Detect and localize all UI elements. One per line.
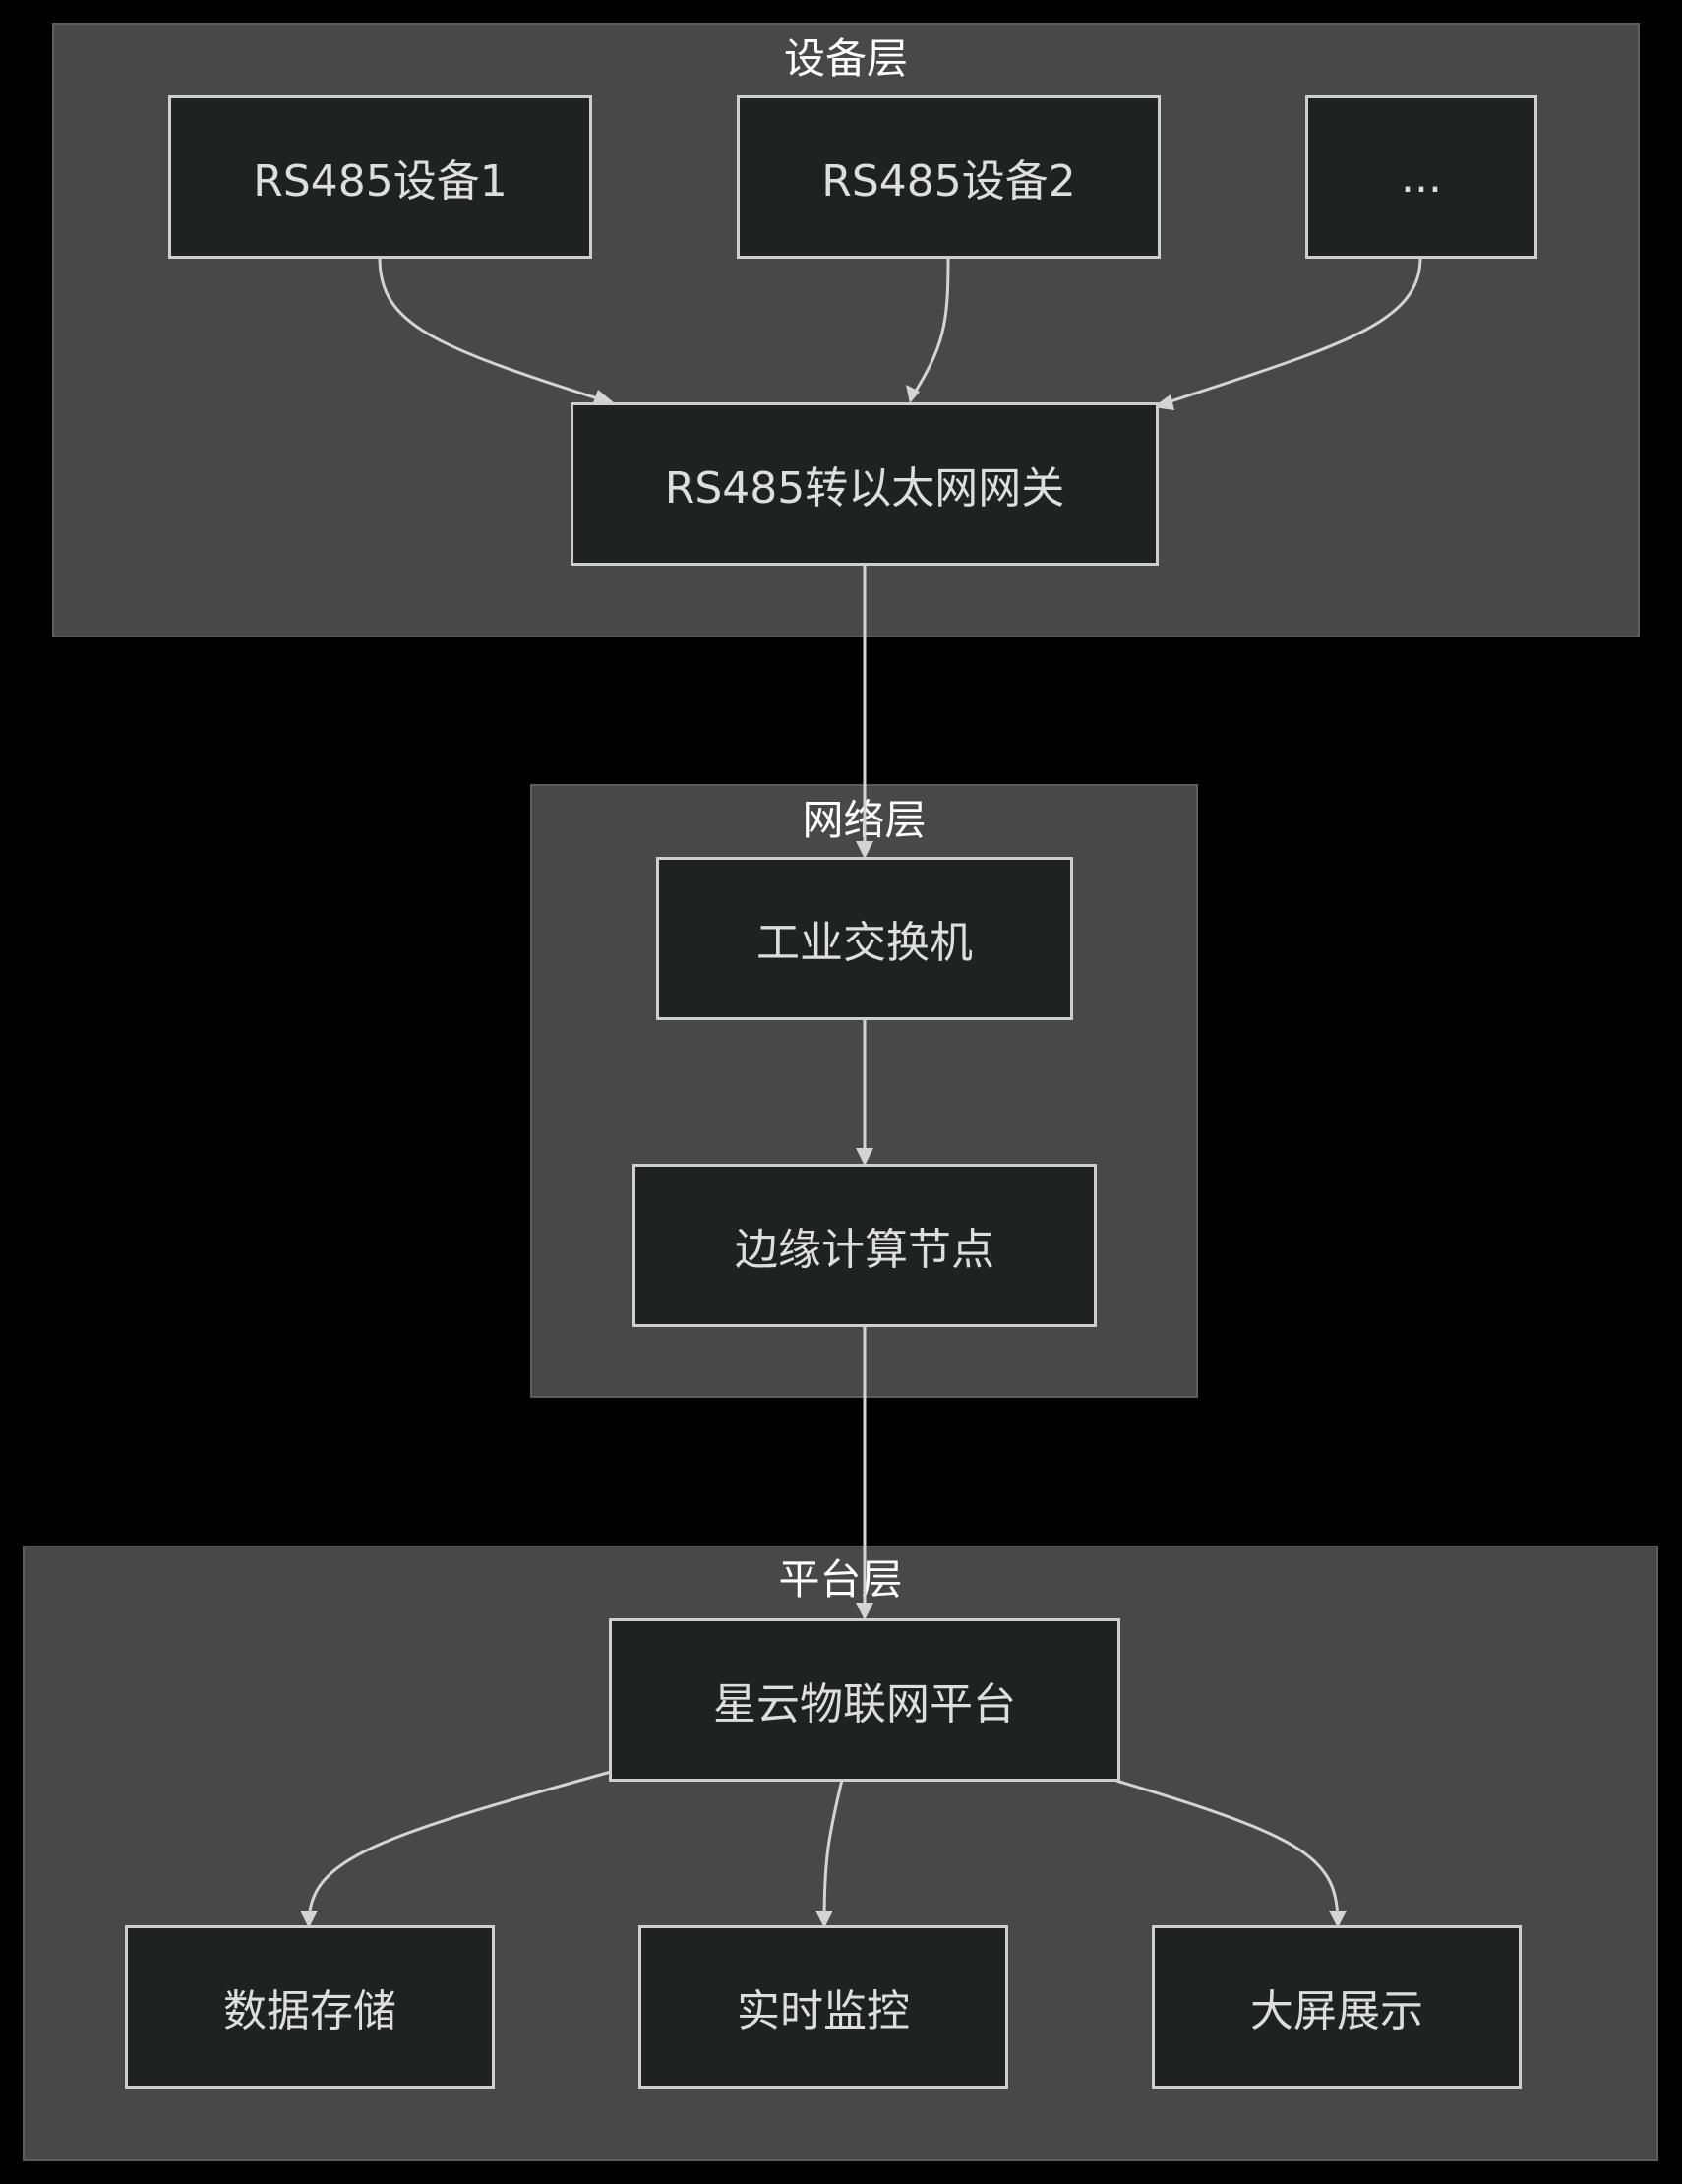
network-layer-title: 网络层	[802, 796, 927, 844]
device-layer-title: 设备层	[783, 34, 908, 83]
node-realtime-monitor: 实时监控	[638, 1925, 1008, 2089]
node-edge-computing: 边缘计算节点	[632, 1164, 1097, 1327]
node-rs485-ethernet-gateway: RS485转以太网网关	[571, 402, 1159, 566]
node-industrial-switch: 工业交换机	[656, 857, 1073, 1020]
node-more-devices: ...	[1305, 95, 1537, 259]
node-rs485-device-2: RS485设备2	[737, 95, 1161, 259]
node-iot-platform: 星云物联网平台	[609, 1618, 1120, 1782]
node-rs485-device-1: RS485设备1	[168, 95, 592, 259]
node-data-storage: 数据存储	[125, 1925, 495, 2089]
node-big-screen-display: 大屏展示	[1152, 1925, 1522, 2089]
platform-layer-title: 平台层	[778, 1555, 903, 1604]
